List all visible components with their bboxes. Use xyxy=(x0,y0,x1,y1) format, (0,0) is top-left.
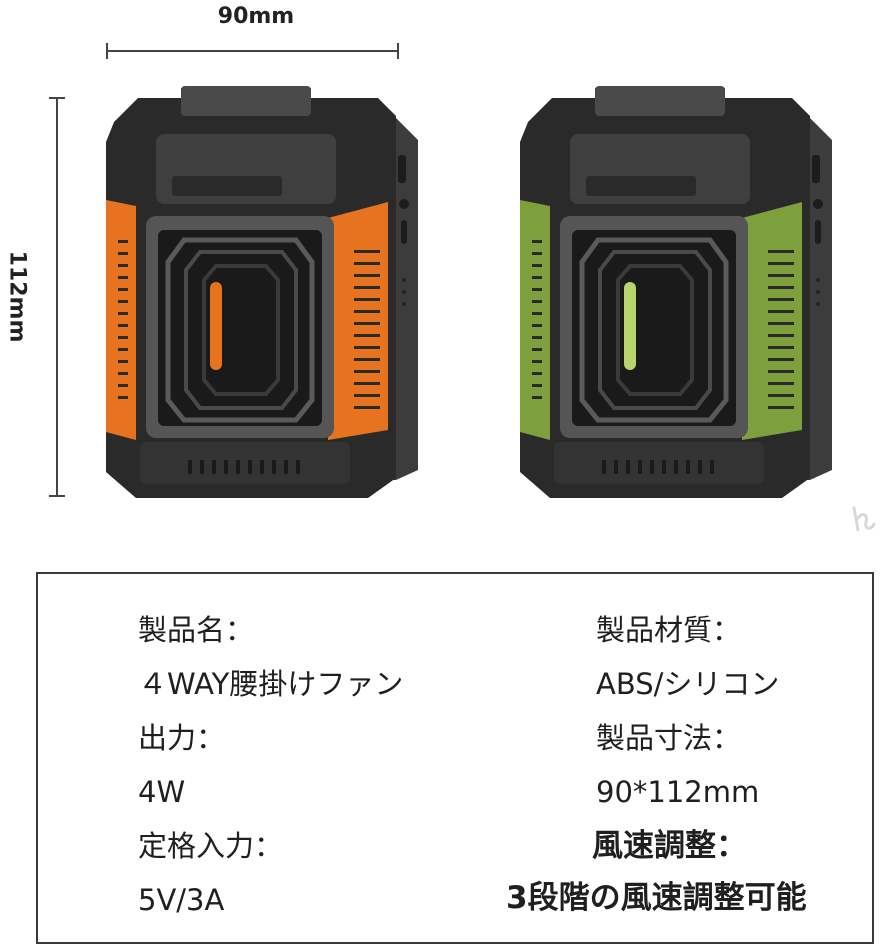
width-dimension-line xyxy=(106,43,399,59)
wind-speed-value: 3段階の風速調整可能 xyxy=(506,880,807,916)
material-label: 製品材質： xyxy=(596,613,742,647)
rated-input-value: 5V/3A xyxy=(138,883,225,917)
product-name-label: 製品名： xyxy=(138,613,255,647)
height-dimension-label: 112mm xyxy=(4,250,30,343)
fan-product-green xyxy=(520,86,832,498)
size-label: 製品寸法： xyxy=(596,721,742,755)
output-label: 出力： xyxy=(138,721,226,755)
product-name-value: ４WAY腰掛けファン xyxy=(138,667,404,701)
material-value: ABS/シリコン xyxy=(596,667,780,701)
size-value: 90*112mm xyxy=(596,775,760,809)
spec-box xyxy=(36,572,874,944)
rated-input-label: 定格入力： xyxy=(138,829,284,863)
fan-product-orange xyxy=(106,86,418,498)
wind-speed-label: 風速調整： xyxy=(592,828,747,864)
height-dimension-line xyxy=(49,97,65,497)
watermark-logo xyxy=(852,506,876,532)
width-dimension-label: 90mm xyxy=(217,4,295,29)
output-value: 4W xyxy=(138,775,186,809)
